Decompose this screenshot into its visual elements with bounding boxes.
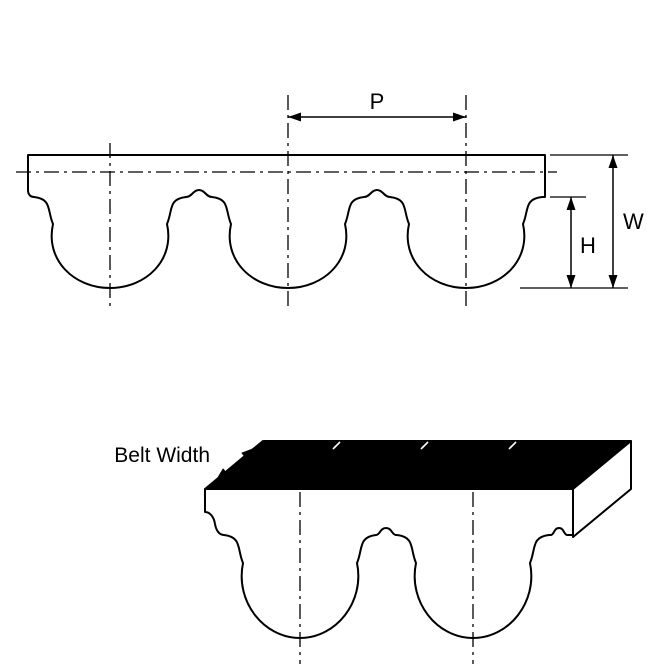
back-edge-tick-3 <box>508 441 517 450</box>
overall-thickness-dimension: W <box>520 154 644 289</box>
pitch-label: P <box>370 89 385 114</box>
belt-profile-outline <box>27 154 546 289</box>
overall-thickness-label: W <box>623 209 644 234</box>
belt-profile-section-view: P W H <box>16 89 644 310</box>
tooth-height-dimension: H <box>550 196 596 288</box>
belt-top-surface <box>204 440 632 490</box>
belt-3d-front-profile <box>204 488 574 639</box>
tooth-height-label: H <box>580 233 596 258</box>
pitch-dimension: P <box>288 89 466 122</box>
belt-width-annotation: Belt Width <box>114 444 255 481</box>
back-edge-tick-2 <box>420 441 429 450</box>
back-edge-tick-1 <box>332 441 341 450</box>
belt-width-label: Belt Width <box>114 444 210 467</box>
belt-width-arrow <box>215 447 255 481</box>
belt-3d-view: Belt Width <box>114 440 632 664</box>
